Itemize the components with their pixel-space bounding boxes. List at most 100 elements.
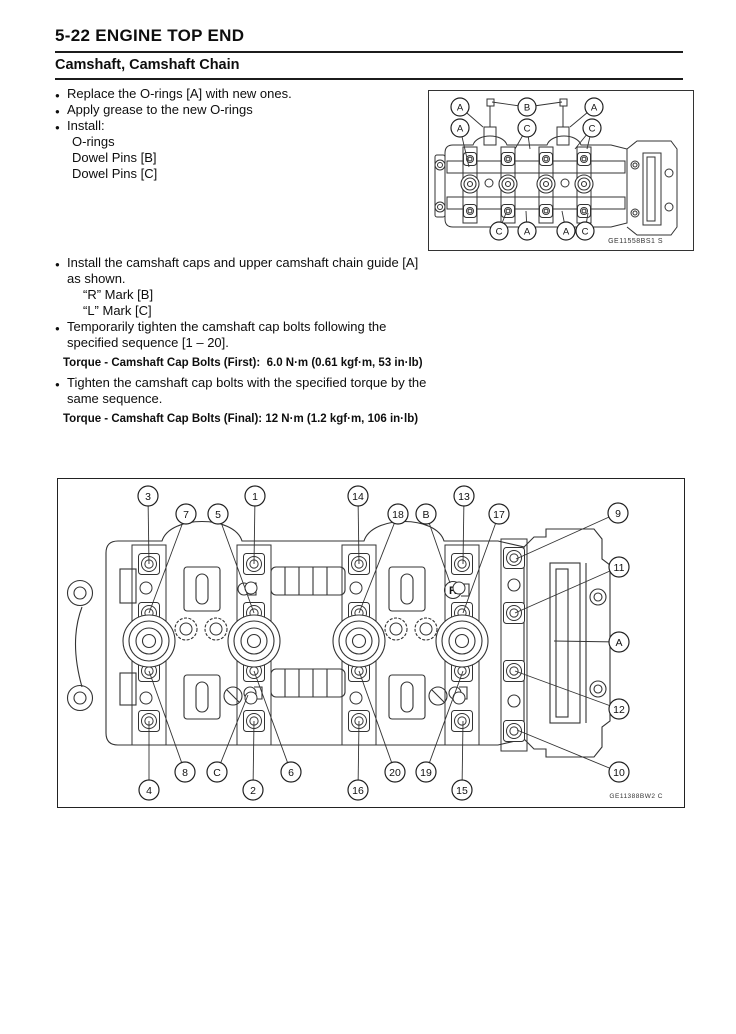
header-divider <box>55 51 683 53</box>
callout-8 <box>174 761 196 783</box>
figure-code: GE11558BS1 S <box>608 238 663 245</box>
callout-label: 15 <box>456 785 468 797</box>
page-title: 5-22 ENGINE TOP END <box>55 26 245 45</box>
callout-C <box>575 221 595 241</box>
callout-label: 17 <box>493 509 505 521</box>
step-text: Replace the O-rings [A] with new ones. <box>67 86 292 101</box>
chain-guide-plate <box>549 562 581 724</box>
callout-20 <box>384 761 406 783</box>
torque-spec-final: Torque - Camshaft Cap Bolts (Final): 12 … <box>63 413 419 425</box>
callout-17 <box>488 503 510 525</box>
callout-label: 5 <box>215 509 221 521</box>
step-final-tighten: ● Tighten the camshaft cap bolts with th… <box>55 375 435 407</box>
callout-label: 3 <box>145 491 151 503</box>
callout-A <box>450 118 470 138</box>
callout-15 <box>451 779 473 801</box>
instructions-top: ● Replace the O-rings [A] with new ones.… <box>55 86 427 182</box>
bullet-icon: ● <box>55 91 60 100</box>
callout-1 <box>244 485 266 507</box>
install-item: O-rings <box>72 134 115 149</box>
instructions-mid: ● Install the camshaft caps and upper ca… <box>55 255 435 431</box>
callout-label: C <box>496 226 503 237</box>
callout-B <box>517 97 537 117</box>
section-title: Camshaft, Camshaft Chain <box>55 57 240 73</box>
callout-label: 20 <box>389 767 401 779</box>
callout-label: A <box>591 102 598 113</box>
callout-label: A <box>457 102 464 113</box>
callout-label: 8 <box>182 767 188 779</box>
callout-label: 10 <box>613 767 625 779</box>
callout-label: 9 <box>615 508 621 520</box>
callout-9 <box>607 502 629 524</box>
step-text: Install: <box>67 118 105 133</box>
bullet-icon: ● <box>55 380 60 389</box>
callout-label: 13 <box>458 491 470 503</box>
section-divider <box>55 78 683 80</box>
callout-3 <box>137 485 159 507</box>
mark-item: “R” Mark [B] <box>83 287 154 302</box>
callout-label: 6 <box>288 767 294 779</box>
figure-code: GE11388BW2 C <box>609 793 663 800</box>
step-text: Apply grease to the new O-rings <box>67 102 253 117</box>
left-bracket <box>74 606 83 688</box>
bullet-icon: ● <box>55 107 60 116</box>
callout-A <box>450 97 470 117</box>
callout-C <box>582 118 602 138</box>
callout-18 <box>387 503 409 525</box>
mark-item: “L” Mark [C] <box>83 303 152 318</box>
head-outline <box>444 135 628 228</box>
callout-label: A <box>615 637 622 649</box>
callout-label: 12 <box>613 704 625 716</box>
callout-C <box>206 761 228 783</box>
step-install: ● Install: <box>55 118 427 134</box>
callout-14 <box>347 485 369 507</box>
bullet-icon: ● <box>55 123 60 132</box>
callout-12 <box>608 698 630 720</box>
callout-label: B <box>422 509 429 521</box>
callout-label: 2 <box>250 785 256 797</box>
callout-label: A <box>457 123 464 134</box>
callout-label: C <box>524 123 531 134</box>
callout-B <box>415 503 437 525</box>
callout-A <box>584 97 604 117</box>
callout-10 <box>608 761 630 783</box>
callout-label: 14 <box>352 491 364 503</box>
step-install-caps: ● Install the camshaft caps and upper ca… <box>55 255 435 287</box>
callout-label: 11 <box>614 562 625 574</box>
step-apply-grease: ● Apply grease to the new O-rings <box>55 102 427 118</box>
callout-A <box>556 221 576 241</box>
callout-label: 19 <box>420 767 432 779</box>
torque-spec-first: Torque - Camshaft Cap Bolts (First): 6.0… <box>63 357 423 369</box>
callout-13 <box>453 485 475 507</box>
install-item: Dowel Pins [C] <box>72 166 158 181</box>
callout-C <box>489 221 509 241</box>
callout-16 <box>347 779 369 801</box>
install-item: Dowel Pins [B] <box>72 150 157 165</box>
callout-7 <box>175 503 197 525</box>
callout-label: A <box>563 226 570 237</box>
callout-label: C <box>582 226 589 237</box>
callout-label: A <box>524 226 531 237</box>
callout-A <box>608 631 630 653</box>
bullet-icon: ● <box>55 260 60 269</box>
callout-label: C <box>213 767 221 779</box>
callout-6 <box>280 761 302 783</box>
callout-label: 1 <box>252 491 258 503</box>
callout-label: 18 <box>392 509 404 521</box>
callout-A <box>517 221 537 241</box>
bullet-icon: ● <box>55 324 60 333</box>
step-text: Tighten the camshaft cap bolts with the … <box>67 375 427 406</box>
callout-label: C <box>589 123 596 134</box>
callout-4 <box>138 779 160 801</box>
step-temp-tighten: ● Temporarily tighten the camshaft cap b… <box>55 319 435 351</box>
r-mark: R <box>449 585 457 597</box>
callout-5 <box>207 503 229 525</box>
callout-label: 4 <box>146 785 152 797</box>
step-text: Temporarily tighten the camshaft cap bol… <box>67 319 387 350</box>
